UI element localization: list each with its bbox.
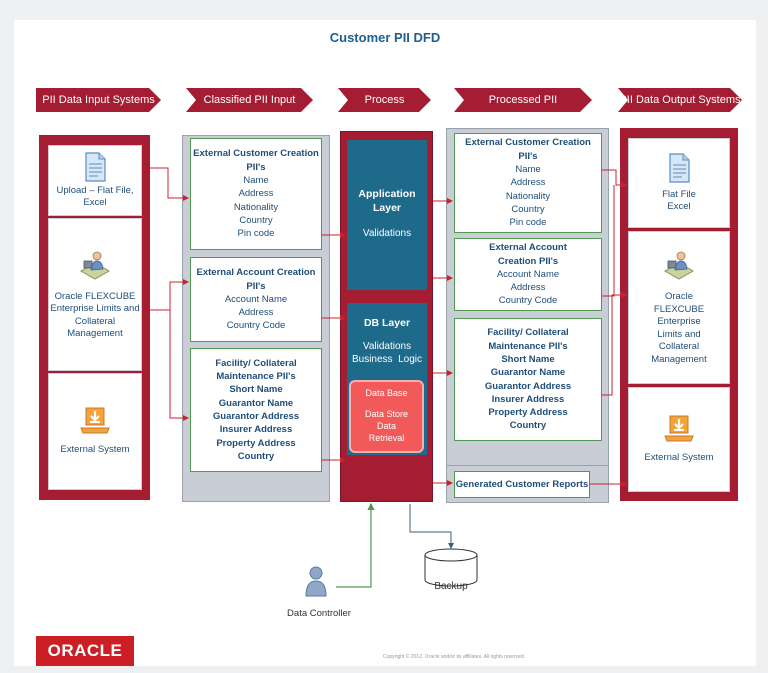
input-system-upload: Upload – Flat File, Excel [48,145,142,216]
processed-facility-collateral: Facility/ Collateral Maintenance PII's S… [454,318,602,441]
header-output-systems: PII Data Output Systems [618,88,742,112]
header-process: Process [338,88,431,112]
pii-field: Guarantor Name [218,397,294,409]
oracle-logo-text: ORACLE [47,641,123,660]
user-workstation-icon [79,251,111,280]
pii-field: Address [510,282,546,294]
data-label: Data [376,421,396,431]
retrieval-label: Retrieval [368,433,405,443]
pii-field: Guarantor Name [490,367,566,379]
group-title: Facility/ Collateral Maintenance PII's [215,357,297,383]
laptop-download-icon [80,407,110,434]
application-layer-title: Application Layer [358,188,416,214]
connectors [150,167,627,597]
input-system-label: External System [60,444,130,456]
copyright-text: Copyright © 2012, Oracle and/or its affi… [383,654,525,660]
pii-field: Country [509,420,547,432]
group-title: External Customer Creation PII's [465,137,591,162]
user-icon [305,566,327,597]
pii-field: Country [237,450,275,462]
input-system-label: Upload – Flat File, Excel [56,184,134,209]
pii-field: Pin code [237,228,275,240]
output-system-flexcube: Oracle FLEXCUBE Enterprise Limits and Co… [628,231,730,384]
pii-field: Country Code [226,320,286,332]
db-layer-business-logic: Business Logic [351,354,423,365]
flow-arrow [150,279,189,311]
document-icon [669,152,690,183]
flow-arrow [602,292,627,396]
header-classified-input: Classified PII Input [186,88,313,112]
classified-facility-collateral: Facility/ Collateral Maintenance PII's S… [190,348,322,472]
user-workstation-icon [663,251,695,280]
laptop-download-icon [664,415,694,442]
flow-arrow [602,185,615,297]
pii-field: Insurer Address [491,393,565,405]
oracle-logo: ORACLE [36,636,134,666]
pii-field: Country Code [498,295,558,307]
group-title: External Account Creation PII's [196,267,316,292]
data-controller-label: Data Controller [287,608,351,619]
pii-field: Short Name [501,353,555,365]
generated-customer-reports: Generated Customer Reports [454,471,590,498]
application-layer: Application Layer Validations [347,140,427,290]
controller-arrow [336,502,375,588]
data-store-label: Data Store [364,409,409,419]
pii-field: Name [515,164,541,176]
group-title: Facility/ Collateral Maintenance PII's [487,327,569,352]
flow-arrow [602,169,627,188]
output-system-label: Oracle FLEXCUBE Enterprise Limits and Co… [651,291,707,365]
pii-field: Short Name [229,384,283,396]
pii-field: Property Address [488,407,568,419]
pii-field: Country [511,203,545,215]
pii-field: Nationality [505,190,551,202]
database-icon [424,548,478,587]
flow-arrow [169,310,189,421]
pii-field: Name [243,175,269,187]
pii-field: Guarantor Address [212,411,300,422]
pii-field: Guarantor Address [484,380,572,392]
input-system-flexcube: Oracle FLEXCUBE Enterprise Limits and Co… [48,218,142,371]
dfd-slide: Customer PII DFD PII Data Input Systems … [14,20,756,666]
pii-field: Account Name [496,268,560,280]
output-system-flat-file: Flat File Excel [628,138,730,228]
db-layer-title: DB Layer [363,317,411,329]
backup-label: Backup [434,581,468,592]
group-title: External Account Creation PII's [489,242,567,267]
pii-field: Address [238,188,274,200]
output-system-external: External System [628,387,730,492]
pii-field: Nationality [233,201,279,213]
diagram-title: Customer PII DFD [329,30,441,45]
header-input-systems: PII Data Input Systems [36,88,161,112]
pii-field: Pin code [509,217,547,229]
classified-account-creation: External Account Creation PII's Account … [190,257,322,342]
processed-account-creation: External Account Creation PII's Account … [454,238,602,311]
backup-arrow [409,504,454,549]
pii-field: Address [510,177,546,189]
processed-customer-creation: External Customer Creation PII's Name Ad… [454,133,602,233]
pii-field: Insurer Address [219,424,293,436]
pii-field: Country [239,214,273,226]
output-system-label: External System [644,452,714,464]
output-system-label: Flat File Excel [662,188,696,213]
data-base-label: Data Base [365,388,408,398]
input-system-label: Oracle FLEXCUBE Enterprise Limits and Co… [50,290,140,340]
application-layer-sub: Validations [362,228,412,239]
pii-field: Address [238,307,274,319]
document-icon [85,151,106,182]
pii-field: Property Address [216,437,296,449]
input-system-external: External System [48,373,142,490]
group-title: External Customer Creation PII's [193,148,319,173]
pii-field: Account Name [224,293,288,305]
db-layer-validations: Validations [362,341,412,352]
data-store-box: Data Base Data Store Data Retrieval [349,380,424,453]
header-processed-pii: Processed PII [454,88,592,112]
flow-arrow [150,167,189,201]
classified-customer-creation: External Customer Creation PII's Name Ad… [190,138,322,250]
